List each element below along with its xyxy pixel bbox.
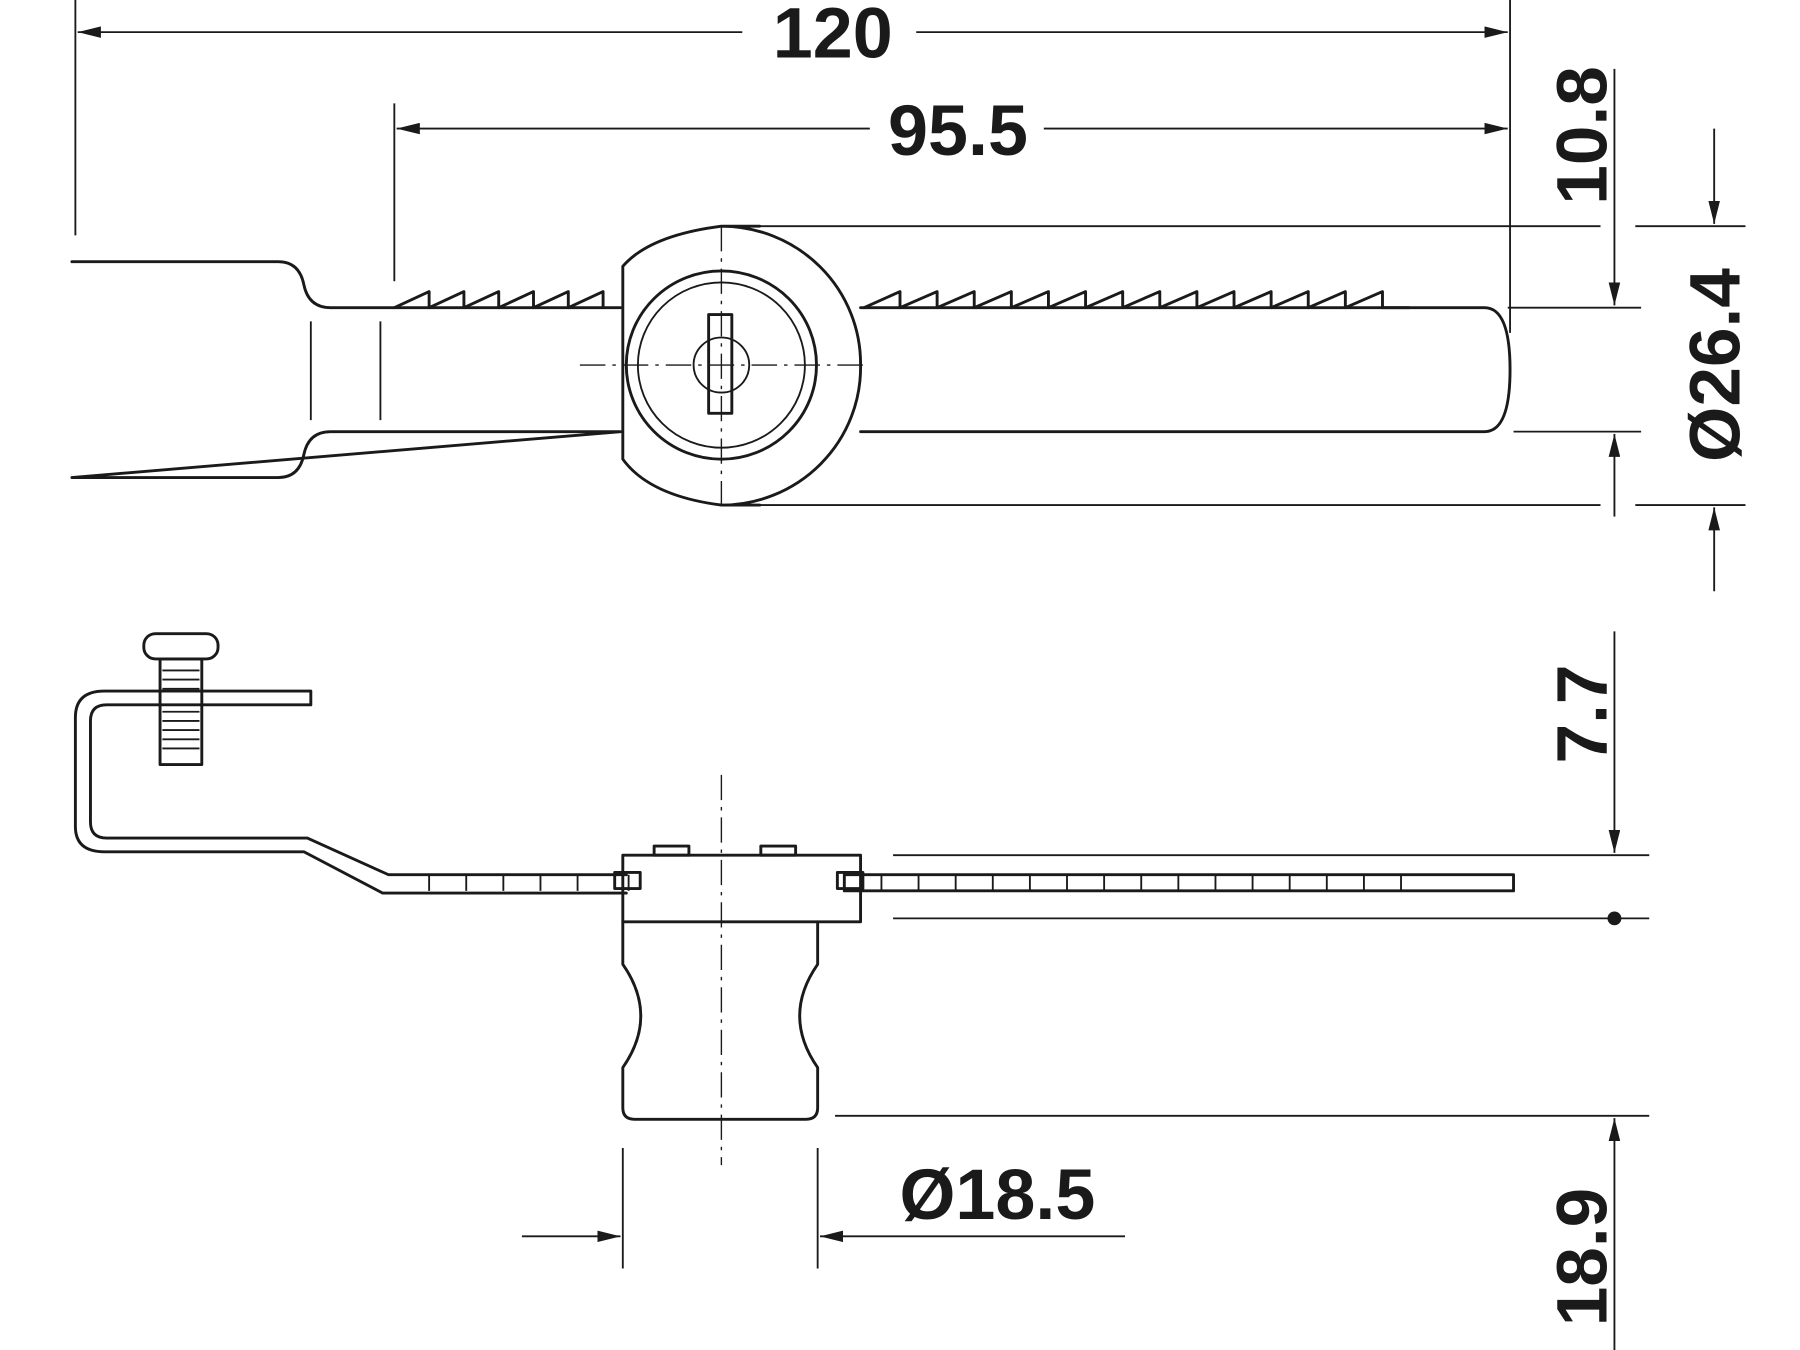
dimension-plate-height: 7.7 [893, 631, 1650, 926]
dimension-housing-diameter: Ø26.4 [1635, 128, 1756, 592]
dimension-label-18-5: Ø18.5 [899, 1155, 1095, 1235]
dimension-offset-top: 10.8 [759, 66, 1642, 517]
dimension-knob-diameter: Ø18.5 [521, 1147, 1125, 1269]
top-view-lock [70, 224, 1512, 507]
dimension-label-26-4: Ø26.4 [1675, 268, 1755, 462]
dimension-label-120: 120 [773, 0, 893, 73]
dimension-label-95-5: 95.5 [888, 91, 1028, 171]
dimension-label-18-9: 18.9 [1542, 1188, 1622, 1327]
dimension-overall-length: 120 [74, 0, 1511, 333]
dimension-label-10-8: 10.8 [1542, 66, 1622, 205]
dimension-knob-height: 18.9 [835, 1114, 1650, 1350]
dimension-label-7-7: 7.7 [1542, 665, 1622, 764]
dimension-bar-length: 95.5 [393, 91, 1508, 282]
side-view-lock [73, 632, 1515, 1166]
